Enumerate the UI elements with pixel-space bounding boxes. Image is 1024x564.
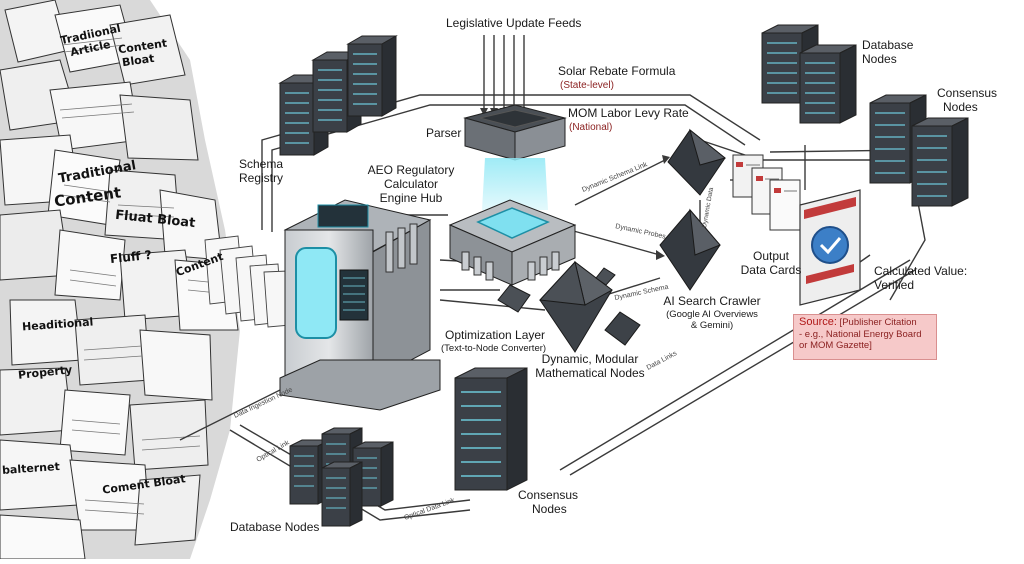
optimization-layer-machine	[279, 199, 441, 411]
hub-label-2: Calculator	[383, 177, 439, 191]
parser-label: Parser	[426, 126, 462, 140]
math-nodes-label-1: Dynamic, Modular	[541, 352, 639, 366]
consensus-nodes-bottom-server	[454, 367, 528, 491]
link-label-dynamic-schema-link: Dynamic Schema Link	[581, 161, 649, 194]
optimization-label-1: Optimization Layer	[445, 328, 546, 342]
verified-value-card	[799, 189, 861, 306]
link-label-data-ingestion-node: Data Ingestion Node	[233, 386, 294, 419]
crawler-label-2: (Google AI Overviews	[666, 309, 758, 320]
regulatory-engine-hub	[448, 199, 577, 286]
output-data-cards	[732, 154, 801, 231]
data-beam	[482, 158, 548, 210]
content-bloat-paper-pile	[0, 0, 240, 560]
schema-registry-label-2: Registry	[239, 171, 284, 185]
consensus-nodes-top-servers	[869, 94, 969, 207]
schema-registry-label-1: Schema	[239, 157, 284, 171]
solar-rebate-label: Solar Rebate Formula	[558, 64, 676, 78]
hub-label-1: AEO Regulatory	[367, 163, 455, 177]
output-cards-label-2: Data Cards	[740, 263, 802, 277]
database-nodes-top-label-1: Database	[862, 38, 914, 52]
parser-chip	[463, 104, 567, 161]
mathematical-nodes	[497, 128, 727, 353]
calculated-value-label-2: Verified	[874, 278, 915, 292]
output-cards-label-1: Output	[752, 249, 790, 263]
consensus-top-label-2: Nodes	[943, 100, 978, 114]
check-icon	[811, 226, 849, 264]
source-title: Source:	[799, 316, 837, 328]
database-nodes-top-label-2: Nodes	[862, 52, 897, 66]
database-nodes-bottom-servers	[289, 427, 394, 527]
consensus-bottom-label-2: Nodes	[532, 502, 567, 516]
legislative-feeds-label: Legislative Update Feeds	[446, 16, 582, 30]
source-text-2: - e.g., National Energy Board	[799, 328, 922, 340]
mom-levy-label: MOM Labor Levy Rate	[568, 106, 689, 120]
link-label-optical-data-link: Optical Data Link	[403, 497, 456, 522]
optimization-label-2: (Text-to-Node Converter)	[441, 343, 547, 354]
solar-rebate-sub: (State-level)	[560, 80, 614, 91]
consensus-top-label-1: Consensus	[937, 86, 998, 100]
math-nodes-label-2: Mathematical Nodes	[535, 366, 645, 380]
hub-label-3: Engine Hub	[379, 191, 443, 205]
schema-registry-servers	[278, 35, 398, 156]
calculated-value-label-1: Calculated Value:	[874, 264, 968, 278]
mom-levy-sub: (National)	[569, 122, 613, 133]
incoming-pages	[204, 235, 292, 328]
source-text-1: [Publisher Citation	[836, 317, 917, 328]
link-label-data-links: Data Links	[646, 350, 679, 372]
crawler-label-3: & Gemini)	[690, 320, 734, 331]
crawler-label-1: AI Search Crawler	[663, 294, 761, 308]
database-nodes-bottom-label: Database Nodes	[230, 520, 320, 534]
link-label-dynamic-probes: Dynamic Probes	[615, 223, 667, 241]
link-label-dynamic-data: Dynamic Data	[701, 187, 715, 229]
consensus-bottom-label-1: Consensus	[518, 488, 579, 502]
source-text-3: or MOM Gazette]	[799, 340, 872, 351]
source-citation-box: Source: [Publisher Citation - e.g., Nati…	[793, 314, 937, 360]
database-nodes-top-servers	[761, 24, 857, 124]
